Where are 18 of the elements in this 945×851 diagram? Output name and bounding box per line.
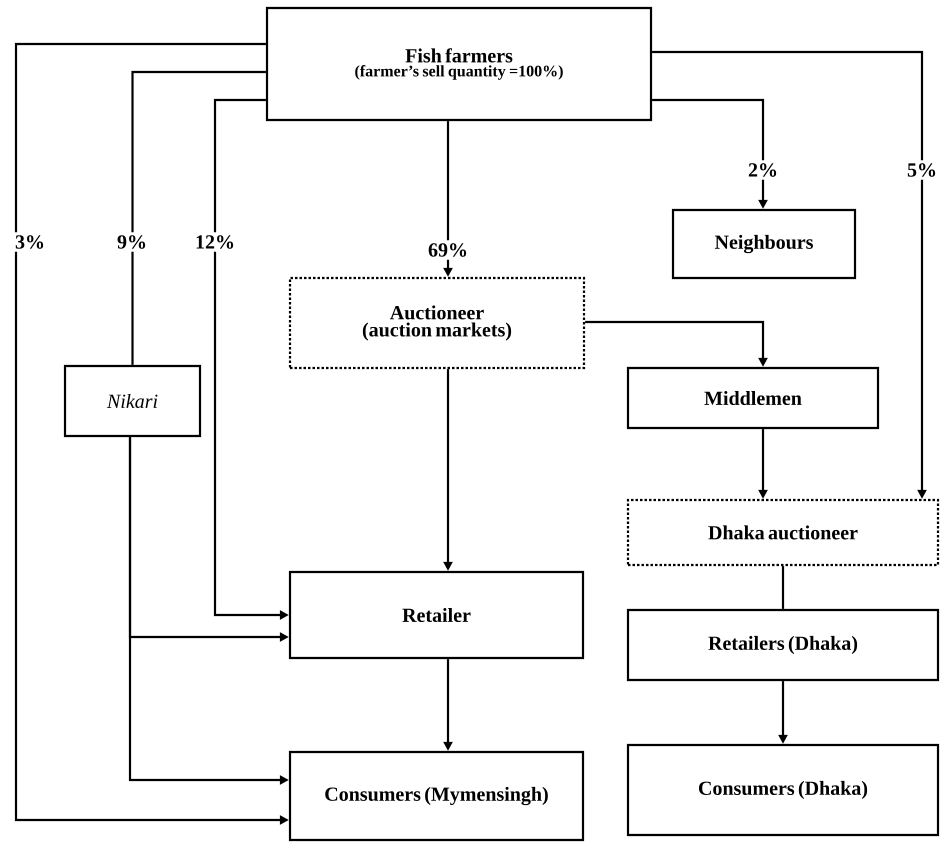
edge-label: 69% xyxy=(425,240,471,260)
process-box: Nikari xyxy=(64,364,202,438)
process-box: Consumers (Dhaka) xyxy=(626,744,940,836)
dotted-box: Dhaka auctioneer xyxy=(626,498,940,566)
edge-label: 5% xyxy=(904,160,940,180)
edge-label: 3% xyxy=(12,232,48,252)
process-box: Retailers (Dhaka) xyxy=(626,608,940,682)
edge-label: 2% xyxy=(745,160,781,180)
process-box: Neighbours xyxy=(672,208,856,280)
connector-line xyxy=(782,566,784,609)
connector-line xyxy=(131,70,266,365)
process-box: Retailer xyxy=(288,570,584,660)
process-box: Consumers (Mymensingh) xyxy=(288,750,584,842)
edge-label: 12% xyxy=(192,232,238,252)
process-box: Fish farmers (farmer’s sell quantity =100%) xyxy=(266,6,652,122)
process-box: Middlemen xyxy=(626,366,880,430)
edge-label: 9% xyxy=(114,232,150,252)
dotted-box: Auctioneer (auction markets) xyxy=(288,276,586,370)
